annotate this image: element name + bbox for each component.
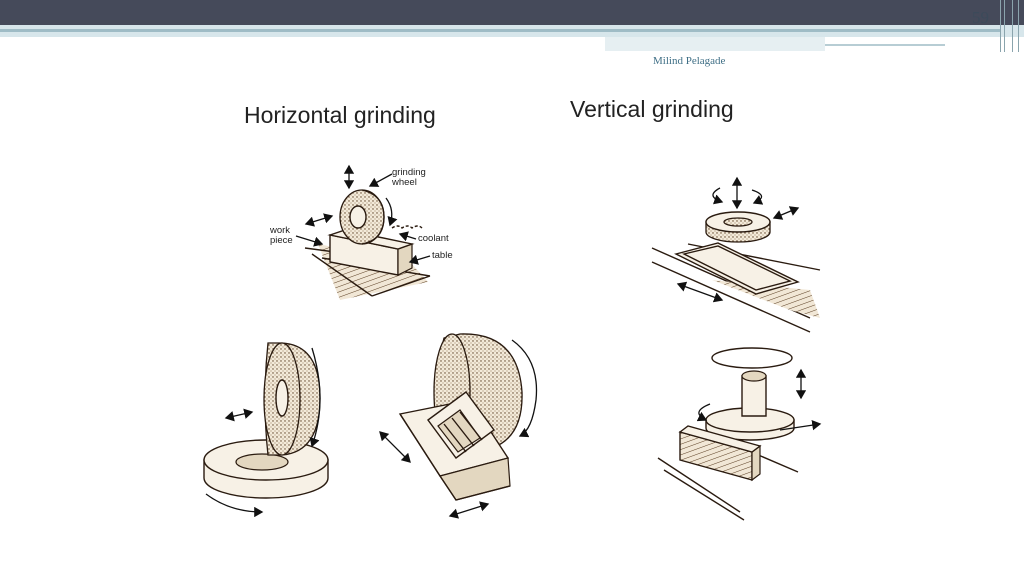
label-table: table [432,250,453,261]
label-coolant: coolant [418,233,449,244]
header-rule-tab [605,37,825,51]
heading-vertical-grinding: Vertical grinding [570,96,734,122]
label-grinding-wheel: grinding wheel [392,167,426,188]
vertical-grinding-diagram-bottom [657,347,822,521]
slide-number: 59 [972,8,989,27]
header-divider [1018,0,1019,52]
header-divider [1004,0,1005,52]
horizontal-wheel-angled-work-diagram [379,333,538,519]
header-bar [0,0,1024,25]
label-work-piece: work piece [270,225,293,246]
vertical-grinding-diagram-top [651,176,821,333]
horizontal-disk-grinding-diagram [203,342,329,518]
header-rule-short [825,44,945,46]
header-divider [1000,0,1001,52]
header-divider [1012,0,1013,52]
author-name: Milind Pelagade [653,55,726,67]
heading-horizontal-grinding: Horizontal grinding [244,102,436,128]
horizontal-grinding-labelled-diagram [295,164,431,300]
header-rule [0,29,1000,32]
